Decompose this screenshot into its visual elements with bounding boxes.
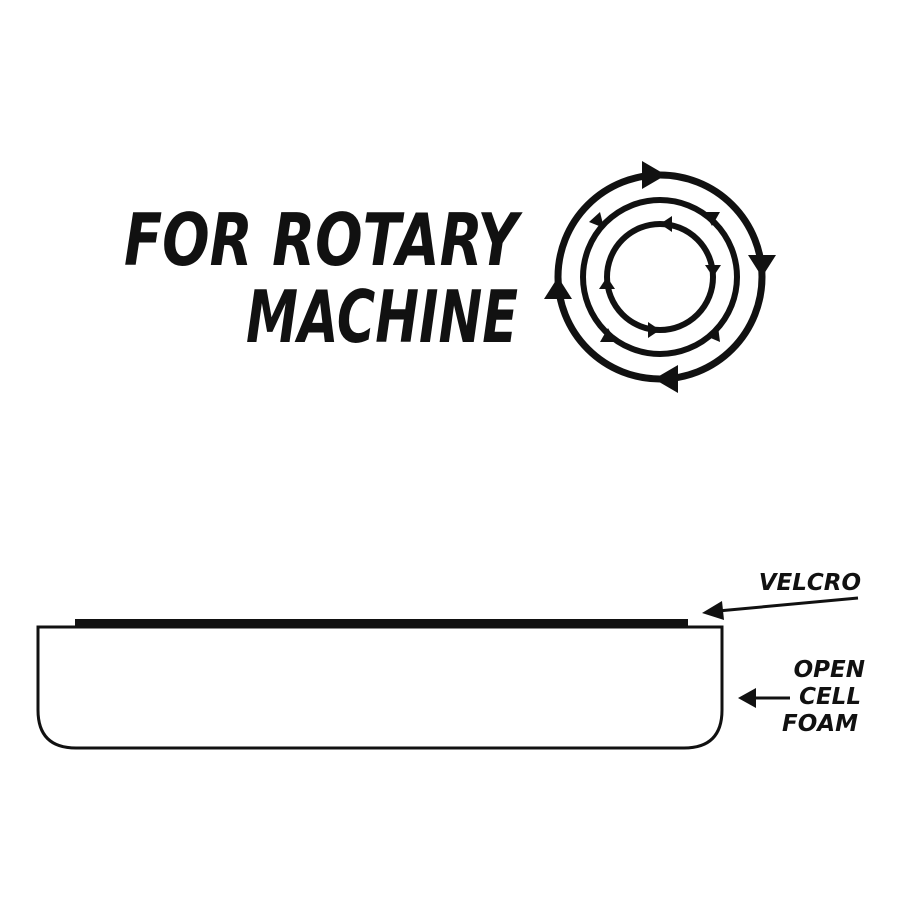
rotation-circles-icon [544,161,776,393]
arrow-icon [648,322,660,338]
arrow-icon [599,277,615,289]
heading-line-2: MACHINE [246,275,518,359]
pad-cross-section [36,619,724,750]
foam-label-line-1: OPEN [794,657,865,683]
arrow-left-icon [738,688,756,708]
arrow-icon [544,277,572,299]
arrow-icon [642,161,666,189]
foam-label-line-3: FOAM [782,711,858,737]
middle-ring [580,197,740,357]
rotation-arrows [544,161,776,393]
arrow-icon [660,216,672,232]
arrow-icon [705,265,721,277]
velcro-label: VELCRO [759,570,861,596]
foam-body [36,625,724,750]
heading-line-1: FOR ROTARY [124,198,523,282]
arrow-icon [704,212,720,226]
arrow-icon [706,326,720,342]
arrow-icon [748,255,776,277]
arrow-icon [654,365,678,393]
foam-label-line-2: CELL [799,684,861,710]
velcro-layer [75,619,688,629]
velcro-arrow-line [717,596,859,613]
outer-ring [554,171,766,383]
arrow-icon [589,212,604,228]
foam-callout: OPEN CELL FOAM [738,657,865,737]
velcro-callout: VELCRO [702,570,861,620]
arrow-icon [600,328,616,342]
inner-ring [604,221,716,333]
arrow-left-icon [702,601,724,620]
heading: FOR ROTARY MACHINE [124,198,523,359]
